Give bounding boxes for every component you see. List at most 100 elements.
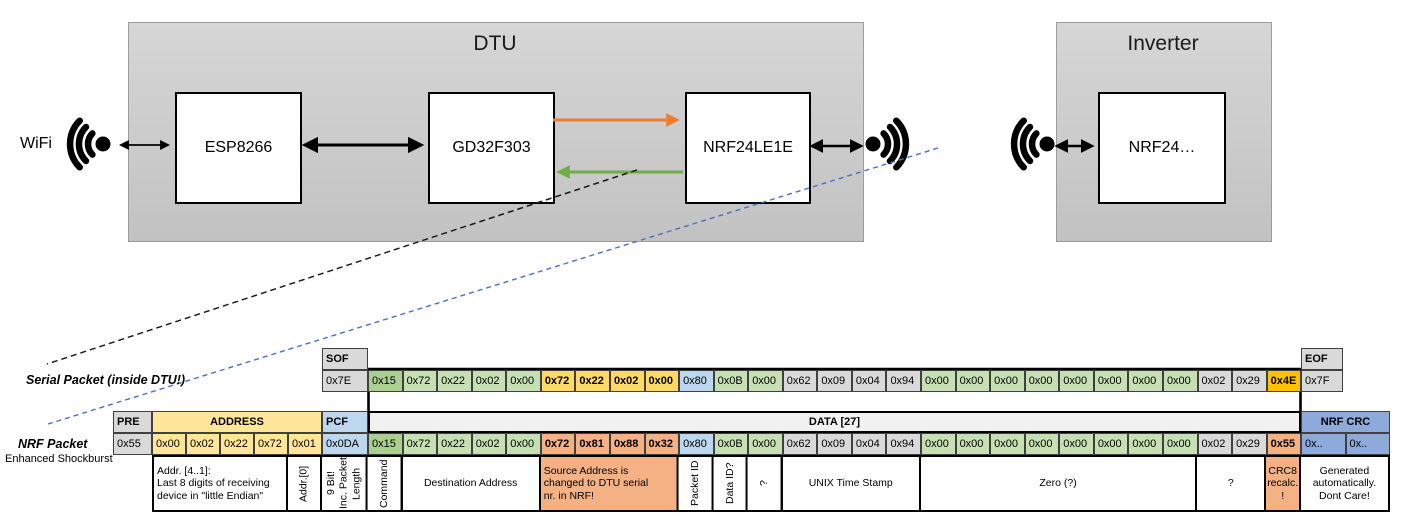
- annotation-cell: 9 Bit! Inc. Packet Length: [320, 455, 368, 512]
- annotation-cell: Zero (?): [918, 455, 1198, 512]
- pre-byte: 0x55: [113, 433, 152, 455]
- nrf-byte-cell: 0x72: [540, 433, 576, 455]
- serial-byte-cell: 0x00: [506, 370, 541, 392]
- inverter-title: Inverter: [1127, 32, 1199, 55]
- serial-byte-cell: 0x00: [1093, 370, 1129, 392]
- serial-packet-label: Serial Packet (inside DTU!): [26, 373, 186, 387]
- nrf-byte-cell: 0x22: [437, 433, 472, 455]
- serial-byte-cell: 0x04: [851, 370, 887, 392]
- nrf-address-byte-cell: 0x00: [152, 433, 186, 455]
- wifi-icon-inverter: [1010, 117, 1055, 171]
- nrf-byte-cell: 0x0B: [713, 433, 749, 455]
- dtu-title: DTU: [473, 32, 517, 55]
- nrf-byte-cell: 0x04: [851, 433, 887, 455]
- nrf-byte-cell: 0x00: [1093, 433, 1129, 455]
- pcf-byte: 0x0DA: [322, 433, 368, 455]
- eof-header: EOF: [1301, 348, 1343, 370]
- serial-byte-cell: 0x00: [990, 370, 1025, 392]
- esp8266-label: ESP8266: [204, 139, 273, 156]
- nrf-byte-cell: 0x29: [1232, 433, 1267, 455]
- serial-byte-cell: 0x0B: [713, 370, 749, 392]
- nrf-byte-cell: 0x00: [990, 433, 1025, 455]
- inverter-nrf-label: NRF24…: [1128, 139, 1196, 156]
- serial-byte-cell: 0x62: [782, 370, 818, 392]
- esp8266-box: ESP8266: [175, 92, 302, 204]
- annotation-cell: Generated automatically. Dont Care!: [1298, 455, 1390, 512]
- serial-byte-cell: 0x00: [748, 370, 783, 392]
- address-header: ADDRESS: [152, 411, 322, 433]
- nrf-byte-cell: 0x55: [1266, 433, 1302, 455]
- nrfcrc-header: NRF CRC: [1301, 411, 1390, 433]
- nrf-byte-cell: 0x09: [817, 433, 852, 455]
- pre-header: PRE: [113, 411, 152, 433]
- nrf-byte-cell: 0x94: [886, 433, 921, 455]
- nrf-crc-row: 0x..0x..: [1301, 433, 1390, 455]
- serial-byte-cell: 0x22: [575, 370, 610, 392]
- serial-byte-cell: 0x00: [1059, 370, 1094, 392]
- nrf-byte-cell: 0x32: [644, 433, 680, 455]
- nrf-byte-cell: 0x00: [921, 433, 956, 455]
- annotation-cell: Packet ID: [676, 455, 714, 512]
- nrf-byte-cell: 0x15: [368, 433, 403, 455]
- nrf-byte-cell: 0x00: [506, 433, 541, 455]
- wifi-icon-left: [66, 117, 111, 171]
- nrf-packet-sublabel: Enhanced Shockburst: [5, 453, 113, 465]
- annotation-cell: Addr.[0]: [286, 455, 322, 512]
- nrf-address-byte-cell: 0x01: [288, 433, 322, 455]
- nrf-annotations-row: Addr. [4..1]: Last 8 digits of receiving…: [152, 455, 1390, 512]
- nrf-address-byte-cell: 0x02: [186, 433, 220, 455]
- data27-header: DATA [27]: [368, 411, 1301, 433]
- sof-byte: 0x7E: [322, 370, 368, 392]
- serial-byte-cell: 0x22: [437, 370, 472, 392]
- nrf-byte-cell: 0x00: [1162, 433, 1198, 455]
- pcf-header: PCF: [322, 411, 368, 433]
- nrf24le1e-label: NRF24LE1E: [703, 139, 793, 156]
- nrf-byte-cell: 0x81: [575, 433, 610, 455]
- annotation-cell: CRC8 recalc. !: [1264, 455, 1301, 512]
- serial-byte-cell: 0x4E: [1266, 370, 1302, 392]
- serial-byte-cell: 0x94: [886, 370, 921, 392]
- serial-byte-cell: 0x02: [1197, 370, 1233, 392]
- eof-byte: 0x7F: [1301, 370, 1343, 392]
- nrf-byte-cell: 0x02: [1197, 433, 1233, 455]
- nrf-byte-cell: 0x62: [782, 433, 818, 455]
- wifi-icon-dtu-right: [865, 117, 910, 171]
- annotation-cell: Source Address is changed to DTU serial …: [538, 455, 679, 512]
- annotation-cell: Destination Address: [400, 455, 541, 512]
- serial-byte-cell: 0x15: [368, 370, 403, 392]
- nrf-crc-byte-cell: 0x..: [1345, 433, 1390, 455]
- serial-byte-cell: 0x00: [1162, 370, 1198, 392]
- nrf-packet-label: NRF Packet: [18, 437, 88, 451]
- serial-byte-cell: 0x02: [609, 370, 645, 392]
- inverter-nrf-box: NRF24…: [1098, 92, 1226, 204]
- nrf-byte-cell: 0x88: [609, 433, 645, 455]
- serial-byte-cell: 0x00: [955, 370, 991, 392]
- serial-byte-cell: 0x29: [1232, 370, 1267, 392]
- nrf-byte-cell: 0x80: [679, 433, 714, 455]
- serial-byte-cell: 0x09: [817, 370, 852, 392]
- gd32f303-box: GD32F303: [428, 92, 555, 204]
- nrf-address-byte-cell: 0x72: [254, 433, 288, 455]
- nrf-address-byte-cell: 0x22: [220, 433, 254, 455]
- serial-byte-cell: 0x72: [402, 370, 438, 392]
- gd32f303-label: GD32F303: [452, 139, 531, 156]
- annotation-cell: Command: [366, 455, 403, 512]
- nrf-byte-cell: 0x72: [402, 433, 438, 455]
- serial-byte-cell: 0x80: [679, 370, 714, 392]
- nrf24le1e-box: NRF24LE1E: [685, 92, 811, 204]
- serial-byte-cell: 0x00: [1024, 370, 1060, 392]
- nrf-byte-cell: 0x00: [748, 433, 783, 455]
- annotation-cell: ?: [1195, 455, 1267, 512]
- nrf-byte-cell: 0x00: [955, 433, 991, 455]
- nrf-byte-cell: 0x00: [1059, 433, 1094, 455]
- serial-byte-cell: 0x00: [921, 370, 956, 392]
- nrf-crc-byte-cell: 0x..: [1301, 433, 1346, 455]
- nrf-byte-cell: 0x00: [1024, 433, 1060, 455]
- nrf-byte-cell: 0x02: [471, 433, 507, 455]
- serial-byte-cell: 0x72: [540, 370, 576, 392]
- serial-byte-cell: 0x00: [1128, 370, 1163, 392]
- nrf-byte-cell: 0x00: [1128, 433, 1163, 455]
